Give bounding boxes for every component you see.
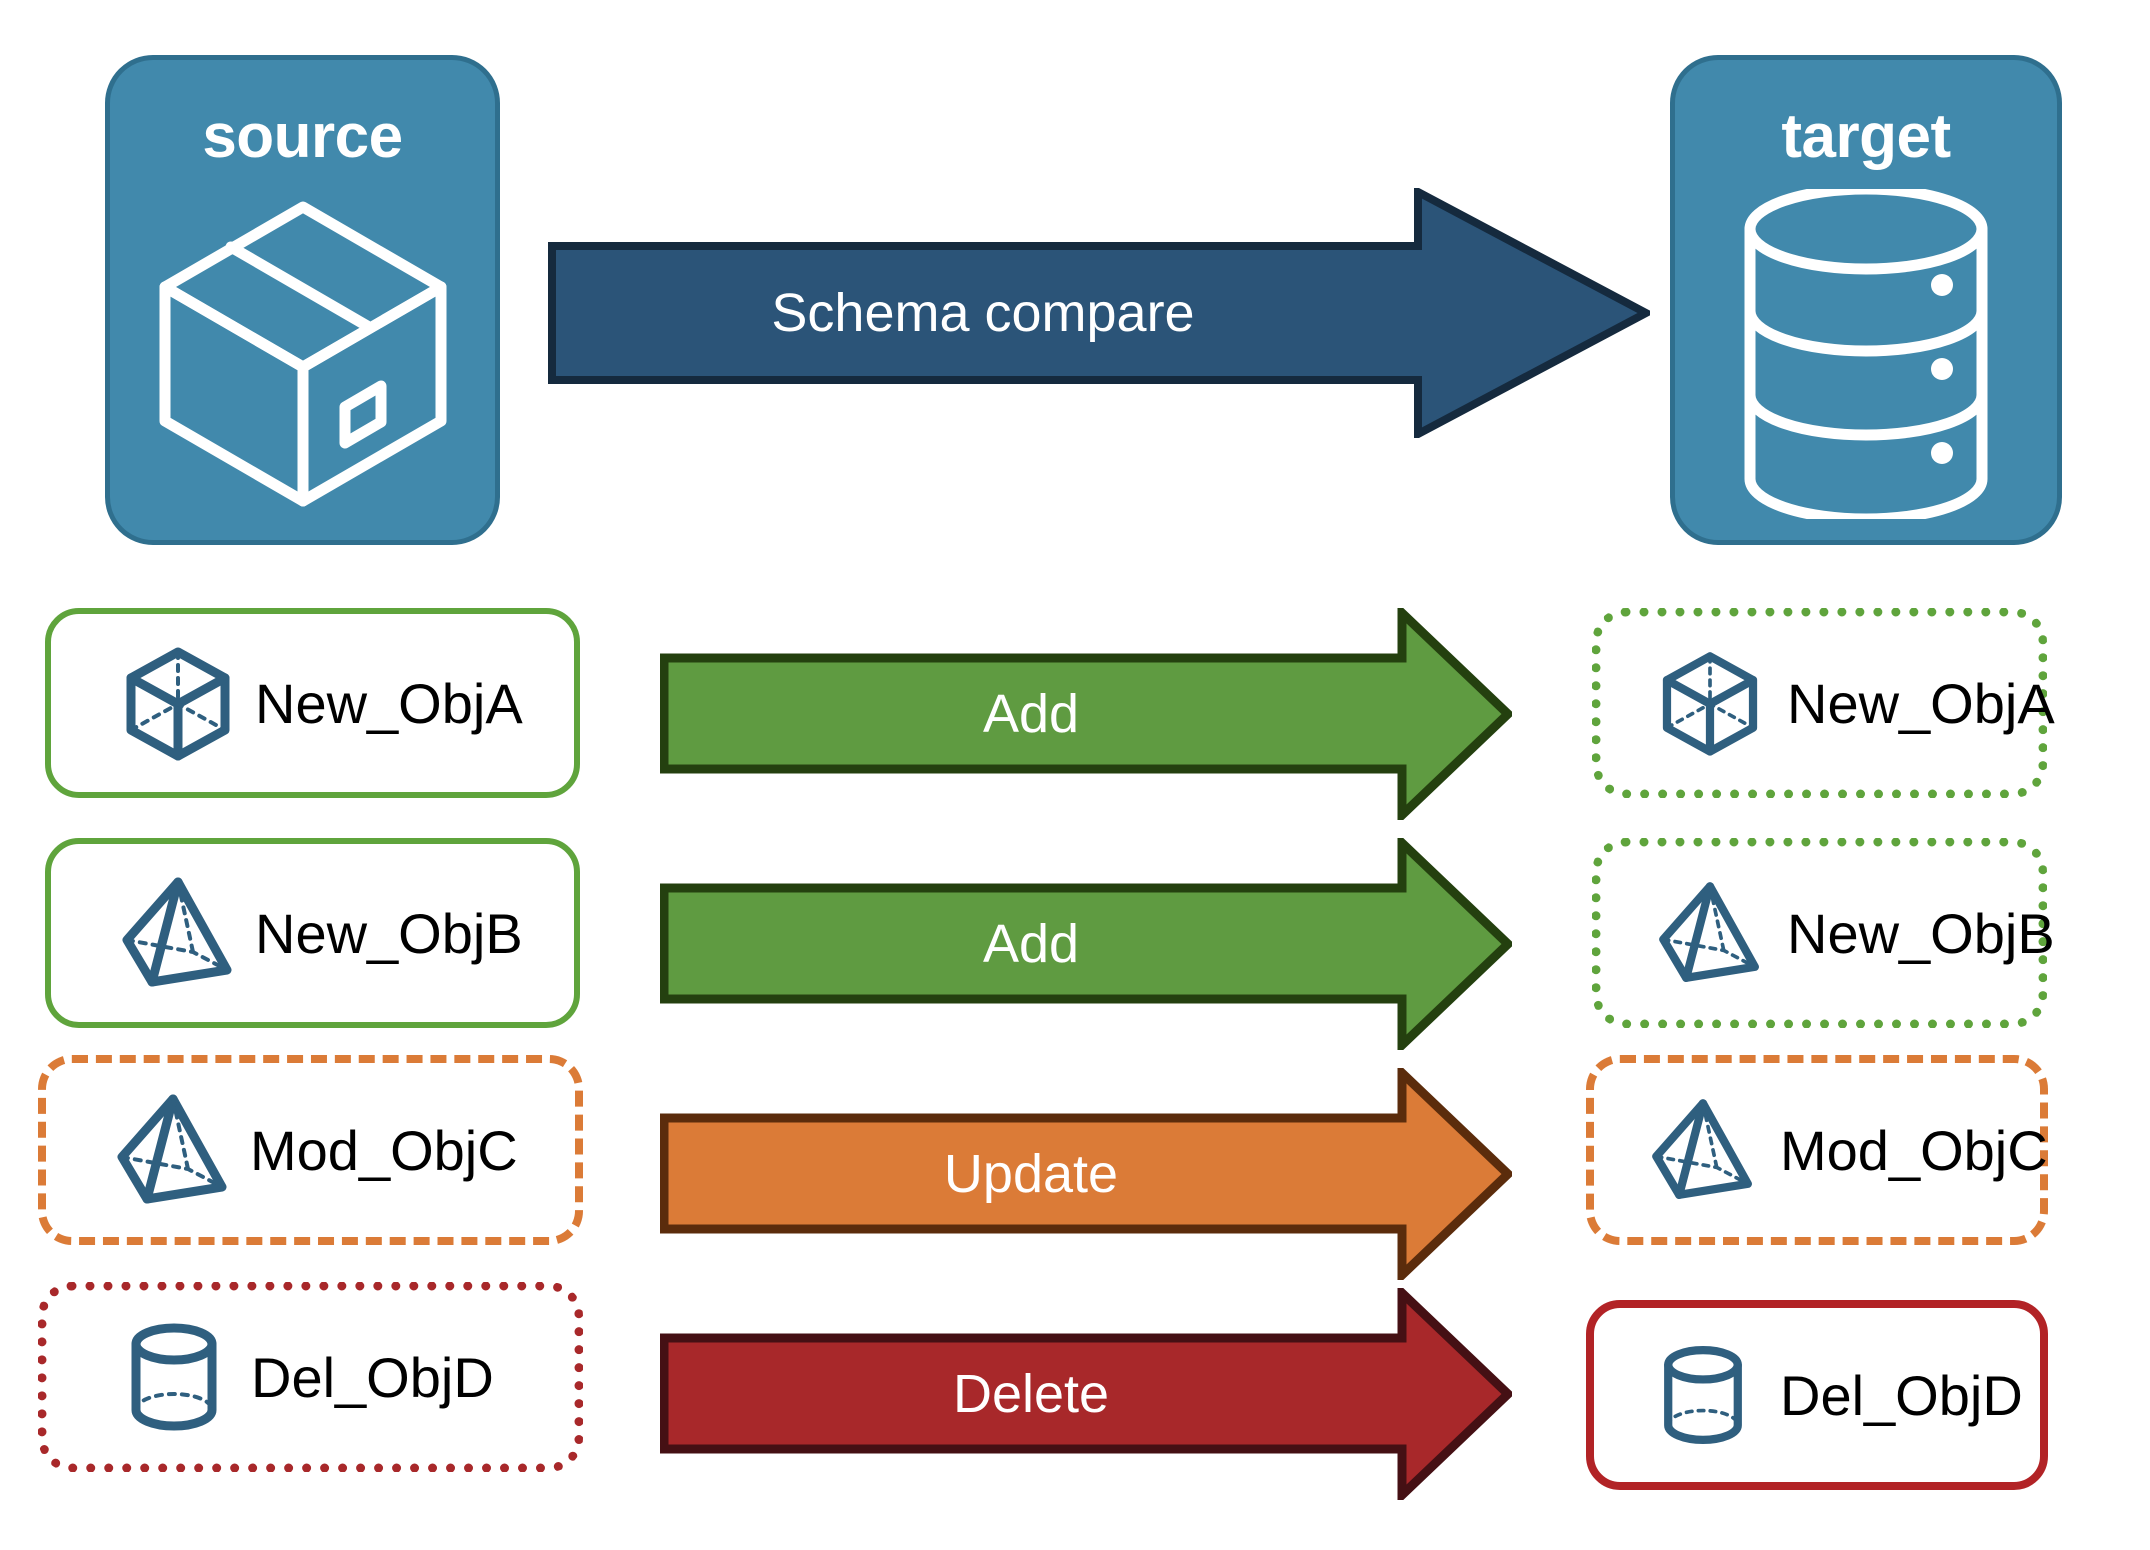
action-arrow-2[interactable]: Update xyxy=(659,1062,1515,1286)
cube-icon xyxy=(1651,644,1769,762)
target-object-box-2[interactable]: Mod_ObjC xyxy=(1586,1055,2048,1245)
source-object-box-3[interactable]: Del_ObjD xyxy=(38,1282,583,1472)
target-object-label-2: Mod_ObjC xyxy=(1780,1118,2048,1182)
pyramid-icon xyxy=(1651,874,1769,992)
cube-icon xyxy=(119,644,237,762)
database-cylinder-icon xyxy=(1675,168,2057,540)
schema-compare-label: Schema compare xyxy=(771,283,1195,343)
target-title: target xyxy=(1781,102,1951,171)
target-object-box-0[interactable]: New_ObjA xyxy=(1592,608,2055,798)
source-object-box-0[interactable]: New_ObjA xyxy=(45,608,580,798)
action-arrow-3[interactable]: Delete xyxy=(659,1282,1515,1506)
target-object-label-0: New_ObjA xyxy=(1787,671,2055,735)
cylinder-icon xyxy=(1644,1336,1762,1454)
cylinder-icon xyxy=(115,1318,233,1436)
source-title: source xyxy=(202,102,403,171)
schema-compare-arrow[interactable]: Schema compare xyxy=(548,185,1655,441)
pyramid-icon xyxy=(114,1091,232,1209)
source-object-box-2[interactable]: Mod_ObjC xyxy=(38,1055,583,1245)
pyramid-icon xyxy=(1644,1091,1762,1209)
source-object-box-1[interactable]: New_ObjB xyxy=(45,838,580,1028)
source-object-label-3: Del_ObjD xyxy=(251,1345,494,1409)
pyramid-icon xyxy=(119,874,237,992)
action-arrow-0[interactable]: Add xyxy=(659,602,1515,826)
action-arrow-1[interactable]: Add xyxy=(659,832,1515,1056)
source-object-label-1: New_ObjB xyxy=(255,901,523,965)
target-endpoint-card[interactable]: target xyxy=(1670,55,2062,545)
target-object-label-1: New_ObjB xyxy=(1787,901,2055,965)
target-object-box-1[interactable]: New_ObjB xyxy=(1592,838,2055,1028)
package-box-icon xyxy=(110,168,495,540)
source-object-label-0: New_ObjA xyxy=(255,671,523,735)
source-object-label-2: Mod_ObjC xyxy=(250,1118,518,1182)
target-object-box-3[interactable]: Del_ObjD xyxy=(1586,1300,2048,1490)
source-endpoint-card[interactable]: source xyxy=(105,55,500,545)
target-object-label-3: Del_ObjD xyxy=(1780,1363,2023,1427)
